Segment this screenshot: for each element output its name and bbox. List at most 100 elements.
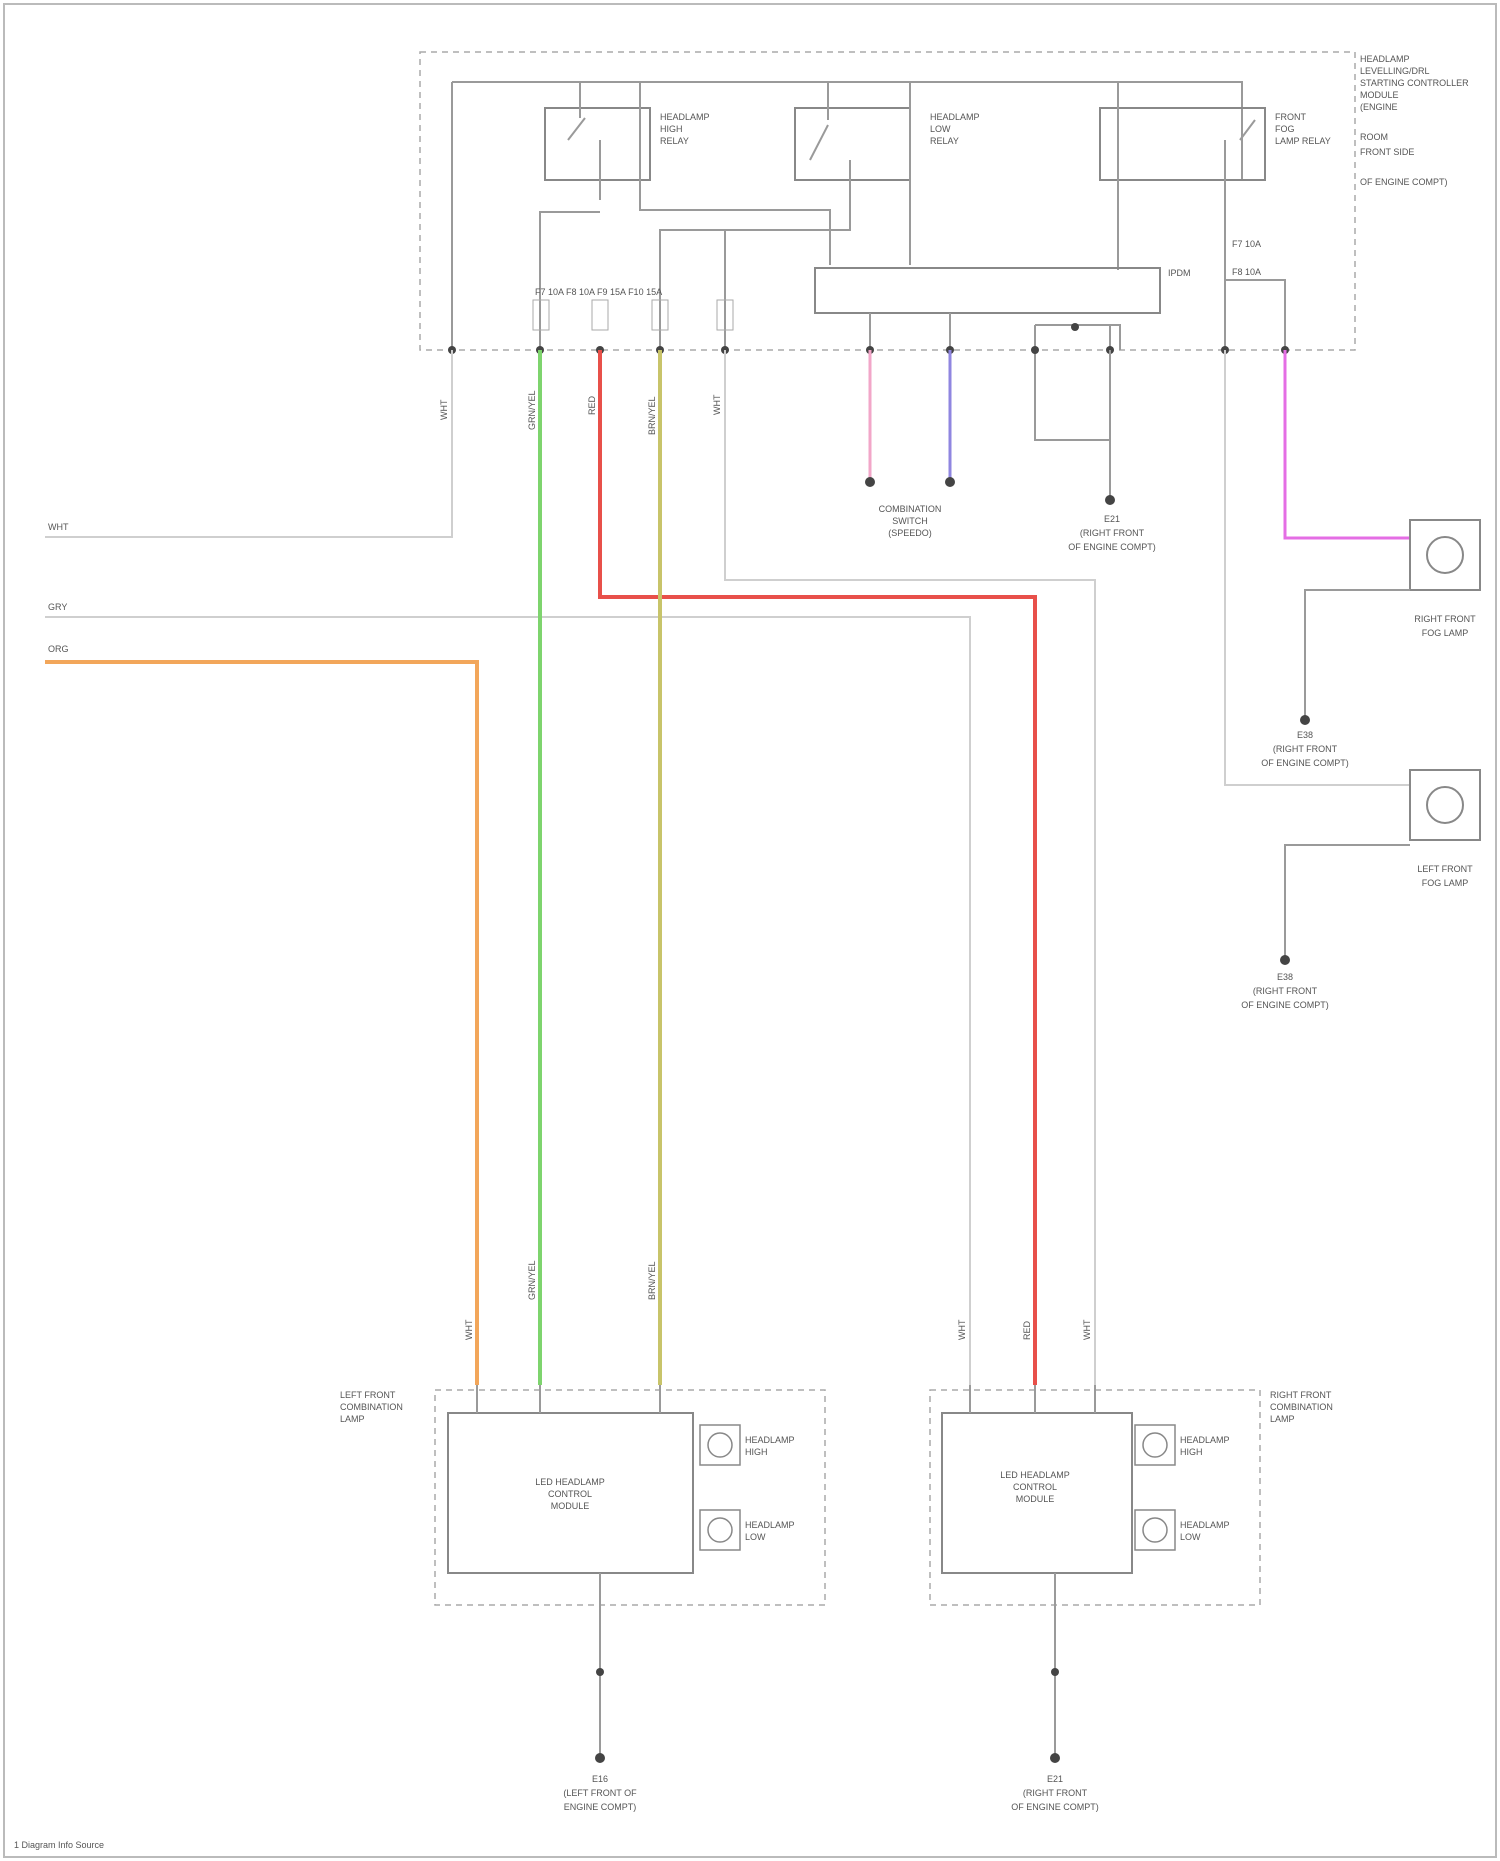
right-module-inputs bbox=[970, 1385, 1095, 1413]
left-input-wires: WHT GRY ORG bbox=[48, 522, 69, 654]
ground-e16 bbox=[595, 1753, 605, 1763]
relay-fog-contact bbox=[1118, 82, 1255, 350]
svg-text:GRY: GRY bbox=[48, 602, 67, 612]
svg-text:E38: E38 bbox=[1277, 972, 1293, 982]
svg-text:SWITCH: SWITCH bbox=[892, 516, 928, 526]
svg-text:HEADLAMP: HEADLAMP bbox=[660, 112, 710, 122]
footer-note: 1 Diagram Info Source bbox=[14, 1840, 104, 1850]
left-fog-label: LEFT FRONT FOG LAMP bbox=[1417, 864, 1473, 888]
wire-labels-upper: WHT GRN/YEL RED BRN/YEL WHT bbox=[439, 390, 722, 435]
svg-text:RIGHT FRONT: RIGHT FRONT bbox=[1414, 614, 1476, 624]
wire-magenta bbox=[1285, 350, 1410, 538]
svg-text:CONTROL: CONTROL bbox=[548, 1489, 592, 1499]
svg-text:ROOM: ROOM bbox=[1360, 132, 1388, 142]
relay-lo-label: HEADLAMP LOW RELAY bbox=[930, 112, 980, 146]
right-led-high-label: HEADLAMP HIGH bbox=[1180, 1435, 1230, 1457]
svg-text:HIGH: HIGH bbox=[1180, 1447, 1203, 1457]
svg-text:COMBINATION: COMBINATION bbox=[1270, 1402, 1333, 1412]
svg-text:LEFT FRONT: LEFT FRONT bbox=[1417, 864, 1473, 874]
left-ground-junction bbox=[596, 1668, 604, 1676]
svg-text:OF ENGINE COMPT): OF ENGINE COMPT) bbox=[1241, 1000, 1329, 1010]
svg-text:WHT: WHT bbox=[48, 522, 69, 532]
svg-text:E21: E21 bbox=[1104, 514, 1120, 524]
wire-fog-left bbox=[1225, 350, 1410, 785]
svg-text:FRONT: FRONT bbox=[1275, 112, 1306, 122]
left-module-label: LED HEADLAMP CONTROL MODULE bbox=[535, 1477, 605, 1511]
svg-text:WHT: WHT bbox=[1082, 1319, 1092, 1340]
fuse-row bbox=[533, 300, 733, 330]
svg-text:E21: E21 bbox=[1047, 1774, 1063, 1784]
svg-text:LEFT FRONT: LEFT FRONT bbox=[340, 1390, 396, 1400]
fog-lamp-bulb-icon-2 bbox=[1427, 787, 1463, 823]
fuse-row-label: F7 10A F8 10A F9 15A F10 15A bbox=[535, 287, 662, 297]
svg-text:(LEFT FRONT OF: (LEFT FRONT OF bbox=[563, 1788, 637, 1798]
svg-text:LED HEADLAMP: LED HEADLAMP bbox=[535, 1477, 605, 1487]
svg-text:HEADLAMP: HEADLAMP bbox=[1360, 54, 1410, 64]
svg-text:OF ENGINE COMPT): OF ENGINE COMPT) bbox=[1068, 542, 1156, 552]
svg-text:BRN/YEL: BRN/YEL bbox=[647, 1261, 657, 1300]
svg-text:FOG LAMP: FOG LAMP bbox=[1422, 628, 1469, 638]
wire-gry bbox=[45, 617, 970, 1385]
svg-text:HIGH: HIGH bbox=[660, 124, 683, 134]
svg-text:HEADLAMP: HEADLAMP bbox=[1180, 1435, 1230, 1445]
wire-labels-lower: WHT GRN/YEL BRN/YEL WHT RED WHT bbox=[464, 1260, 1092, 1340]
svg-text:WHT: WHT bbox=[439, 399, 449, 420]
left-fog-ground-wire bbox=[1285, 845, 1410, 960]
svg-text:GRN/YEL: GRN/YEL bbox=[527, 1260, 537, 1300]
svg-text:WHT: WHT bbox=[464, 1319, 474, 1340]
relay-fog-label: FRONT FOG LAMP RELAY bbox=[1275, 112, 1331, 146]
left-led-high-icon bbox=[700, 1425, 740, 1465]
left-led-low-label: HEADLAMP LOW bbox=[745, 1520, 795, 1542]
svg-text:FOG: FOG bbox=[1275, 124, 1295, 134]
ipdm-enclosure bbox=[420, 52, 1355, 350]
svg-text:OF ENGINE COMPT): OF ENGINE COMPT) bbox=[1360, 177, 1448, 187]
svg-text:FRONT SIDE: FRONT SIDE bbox=[1360, 147, 1414, 157]
svg-text:WHT: WHT bbox=[957, 1319, 967, 1340]
svg-text:RIGHT FRONT: RIGHT FRONT bbox=[1270, 1390, 1332, 1400]
svg-text:BRN/YEL: BRN/YEL bbox=[647, 396, 657, 435]
fuse-a-label: F7 10A bbox=[1232, 239, 1261, 249]
page-border bbox=[4, 4, 1496, 1857]
switch-terminal-b bbox=[945, 477, 955, 487]
svg-text:MODULE: MODULE bbox=[1360, 90, 1399, 100]
left-front-fog-lamp bbox=[1410, 770, 1480, 840]
top-bus bbox=[452, 82, 1242, 180]
svg-text:LED HEADLAMP: LED HEADLAMP bbox=[1000, 1470, 1070, 1480]
svg-text:(ENGINE: (ENGINE bbox=[1360, 102, 1398, 112]
svg-text:LOW: LOW bbox=[930, 124, 951, 134]
svg-text:OF ENGINE COMPT): OF ENGINE COMPT) bbox=[1261, 758, 1349, 768]
headlamp-switch-label: COMBINATION SWITCH (SPEEDO) bbox=[879, 504, 942, 538]
svg-text:RED: RED bbox=[1022, 1320, 1032, 1340]
front-fog-lamp-relay bbox=[1100, 108, 1265, 180]
ground-e38b-label: E38 (RIGHT FRONT OF ENGINE COMPT) bbox=[1241, 972, 1329, 1010]
headlamp-high-relay bbox=[545, 108, 650, 180]
wire-wht-top bbox=[45, 350, 452, 537]
svg-text:LEVELLING/DRL: LEVELLING/DRL bbox=[1360, 66, 1430, 76]
svg-text:(RIGHT FRONT: (RIGHT FRONT bbox=[1023, 1788, 1088, 1798]
fog-fuse-wire bbox=[1225, 240, 1285, 350]
svg-text:GRN/YEL: GRN/YEL bbox=[527, 390, 537, 430]
svg-text:HEADLAMP: HEADLAMP bbox=[745, 1520, 795, 1530]
svg-text:(RIGHT FRONT: (RIGHT FRONT bbox=[1273, 744, 1338, 754]
ground-e38-right bbox=[1300, 715, 1310, 725]
svg-text:E16: E16 bbox=[592, 1774, 608, 1784]
right-led-headlamp-control-module bbox=[942, 1413, 1132, 1573]
inner-wire-a bbox=[640, 82, 830, 265]
right-ground-junction bbox=[1051, 1668, 1059, 1676]
relay-hi-label: HEADLAMP HIGH RELAY bbox=[660, 112, 710, 146]
ground-e21-bottom bbox=[1050, 1753, 1060, 1763]
relay-lo-contact bbox=[660, 82, 850, 355]
svg-text:OF ENGINE COMPT): OF ENGINE COMPT) bbox=[1011, 1802, 1099, 1812]
wire-orange bbox=[45, 662, 477, 1385]
right-fog-label: RIGHT FRONT FOG LAMP bbox=[1414, 614, 1476, 638]
right-combo-label: RIGHT FRONT COMBINATION LAMP bbox=[1270, 1390, 1333, 1424]
ground-e21-bottom-label: E21 (RIGHT FRONT OF ENGINE COMPT) bbox=[1011, 1774, 1099, 1812]
svg-text:COMBINATION: COMBINATION bbox=[879, 504, 942, 514]
svg-text:LAMP: LAMP bbox=[340, 1414, 365, 1424]
right-led-low-icon bbox=[1135, 1510, 1175, 1550]
ground-e21-label: E21 (RIGHT FRONT OF ENGINE COMPT) bbox=[1068, 514, 1156, 552]
svg-text:RELAY: RELAY bbox=[930, 136, 959, 146]
junction-dot bbox=[1071, 323, 1079, 331]
svg-text:HIGH: HIGH bbox=[745, 1447, 768, 1457]
